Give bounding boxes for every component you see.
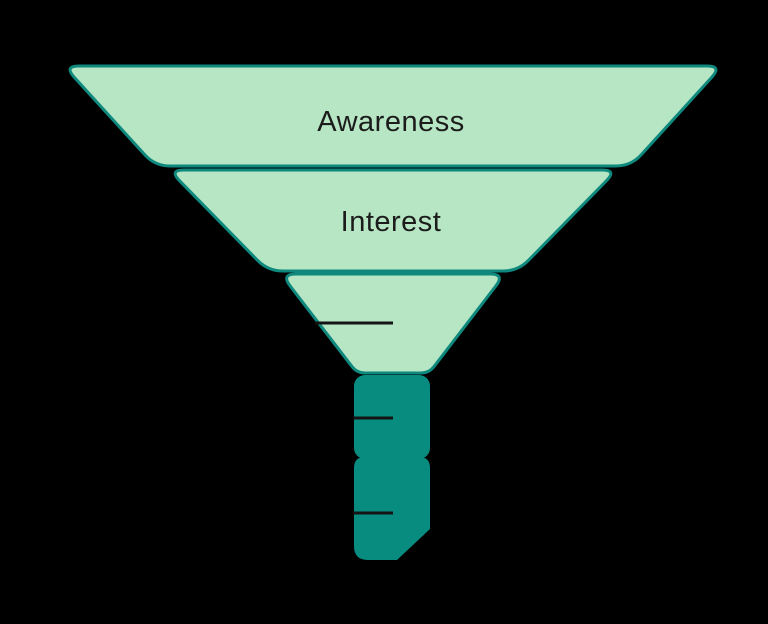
funnel-stage-interest-shape xyxy=(173,168,613,273)
stage-interest-label: Interest xyxy=(341,206,442,238)
funnel-stem-segment-2 xyxy=(354,457,430,560)
stage-awareness-label: Awareness xyxy=(317,106,464,138)
funnel-stage-awareness-shape xyxy=(68,64,718,168)
